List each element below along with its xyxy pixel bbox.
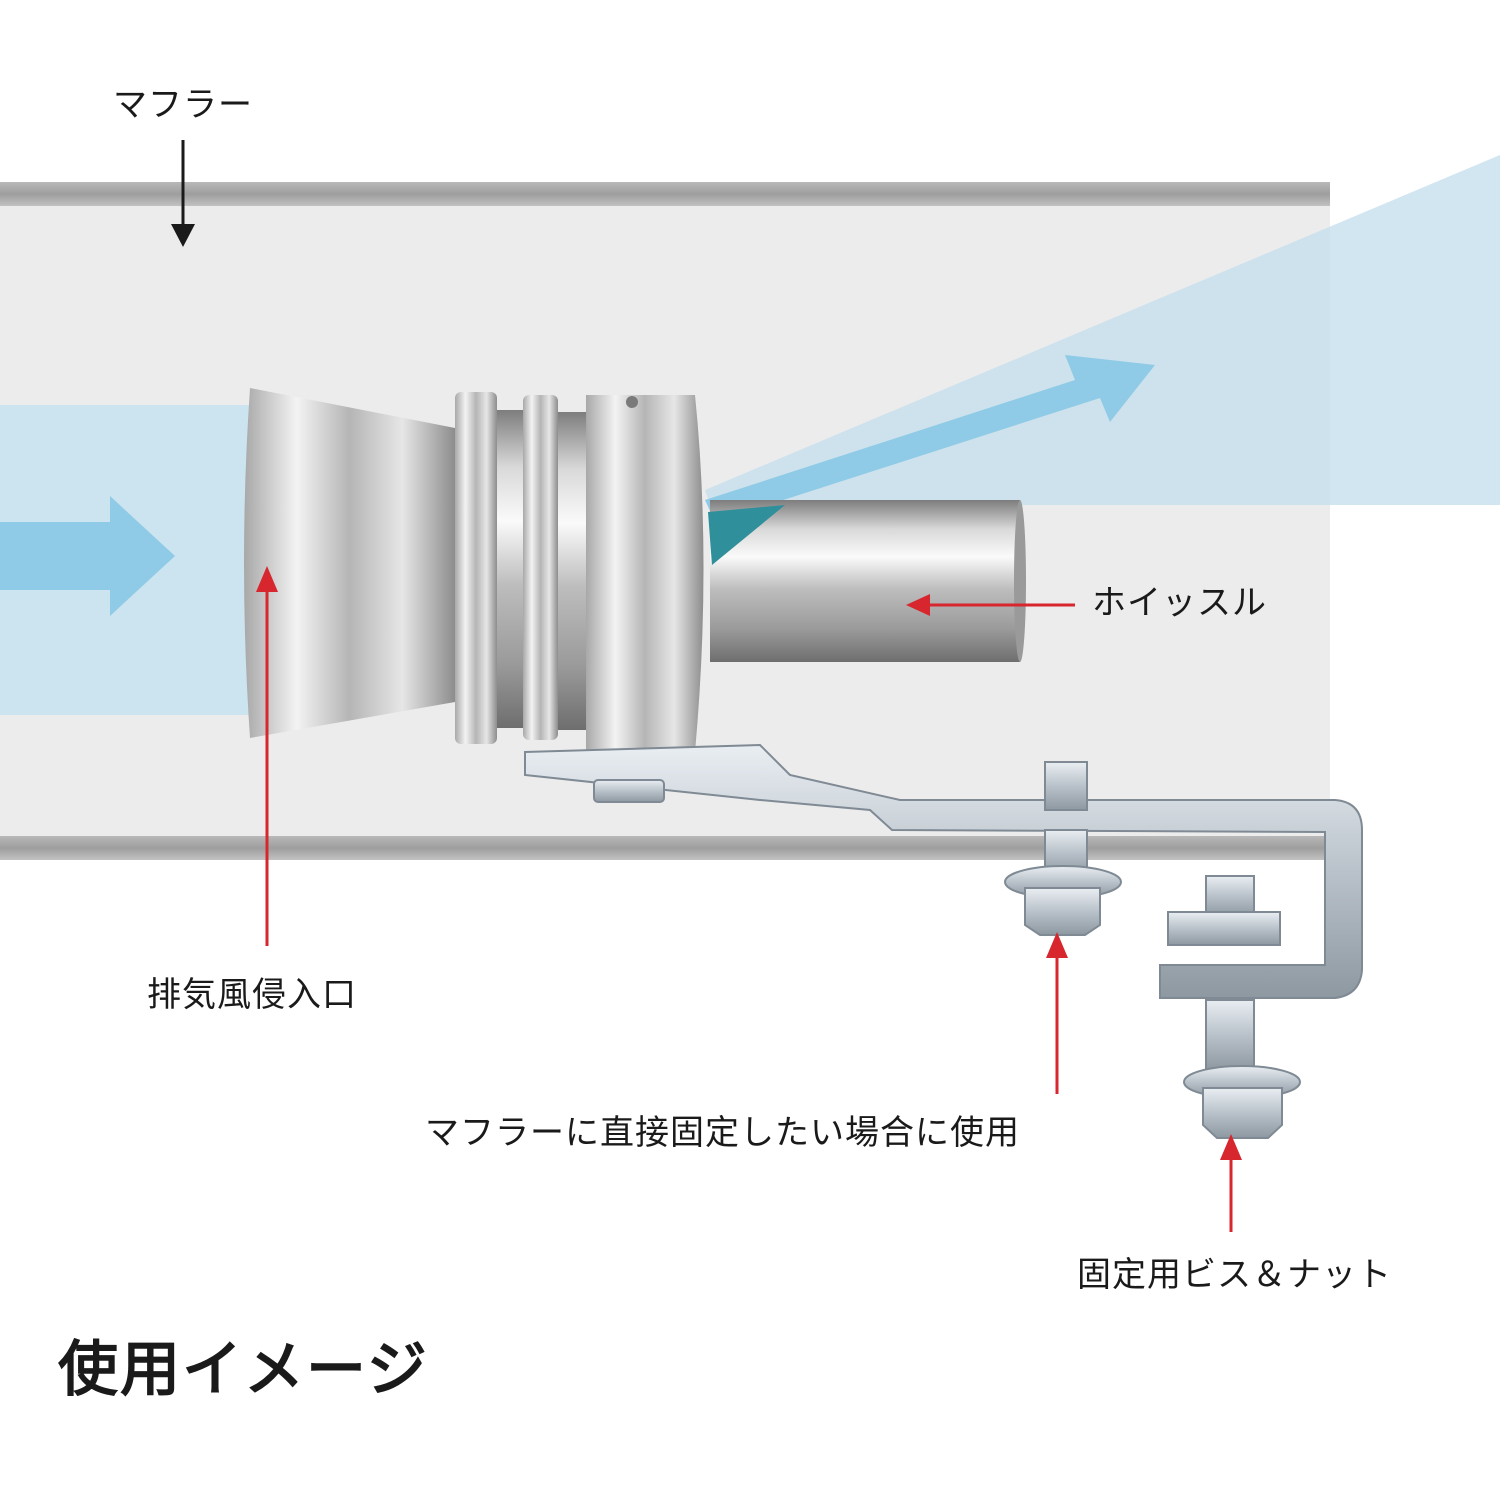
pointer-direct-mount bbox=[1046, 932, 1068, 1094]
caption: 使用イメージ bbox=[58, 1335, 429, 1405]
pointer-inlet bbox=[256, 566, 278, 946]
muffler-label: マフラー bbox=[113, 85, 253, 125]
whistle-tube bbox=[710, 500, 1020, 662]
whistle-ring-2 bbox=[523, 395, 558, 740]
screw-nut-image bbox=[1167, 875, 1301, 1139]
inlet-label: 排気風侵入口 bbox=[147, 975, 357, 1015]
whistle-image bbox=[244, 388, 1026, 752]
screw-nut-label: 固定用ビス＆ナット bbox=[1077, 1255, 1392, 1295]
inlet-cone bbox=[244, 388, 455, 738]
whistle-body bbox=[586, 395, 704, 752]
outflow-arrow-icon bbox=[705, 355, 1155, 522]
bracket-image bbox=[524, 743, 1363, 999]
outflow-cone bbox=[705, 155, 1500, 505]
direct-mount-bolt-image bbox=[1004, 761, 1122, 936]
direct-mount-label: マフラーに直接固定したい場合に使用 bbox=[425, 1113, 1020, 1153]
pipe-top-wall bbox=[0, 182, 1330, 206]
screw-shaft bbox=[1205, 999, 1255, 1071]
hex-nut bbox=[1167, 911, 1281, 946]
inflow-arrow-icon bbox=[0, 496, 175, 616]
flange-nut bbox=[1024, 887, 1101, 936]
whistle-slot bbox=[708, 505, 785, 565]
bracket-bolt-head bbox=[593, 779, 665, 803]
whistle-ring-1 bbox=[455, 392, 497, 744]
screw-head bbox=[1202, 1087, 1283, 1139]
pipe-bottom-wall bbox=[0, 836, 1330, 860]
whistle-label: ホイッスル bbox=[1092, 583, 1267, 623]
pointer-whistle bbox=[906, 594, 1075, 616]
set-screw bbox=[626, 396, 638, 408]
pointer-screw-nut bbox=[1220, 1134, 1242, 1232]
pointer-muffler bbox=[171, 140, 195, 247]
